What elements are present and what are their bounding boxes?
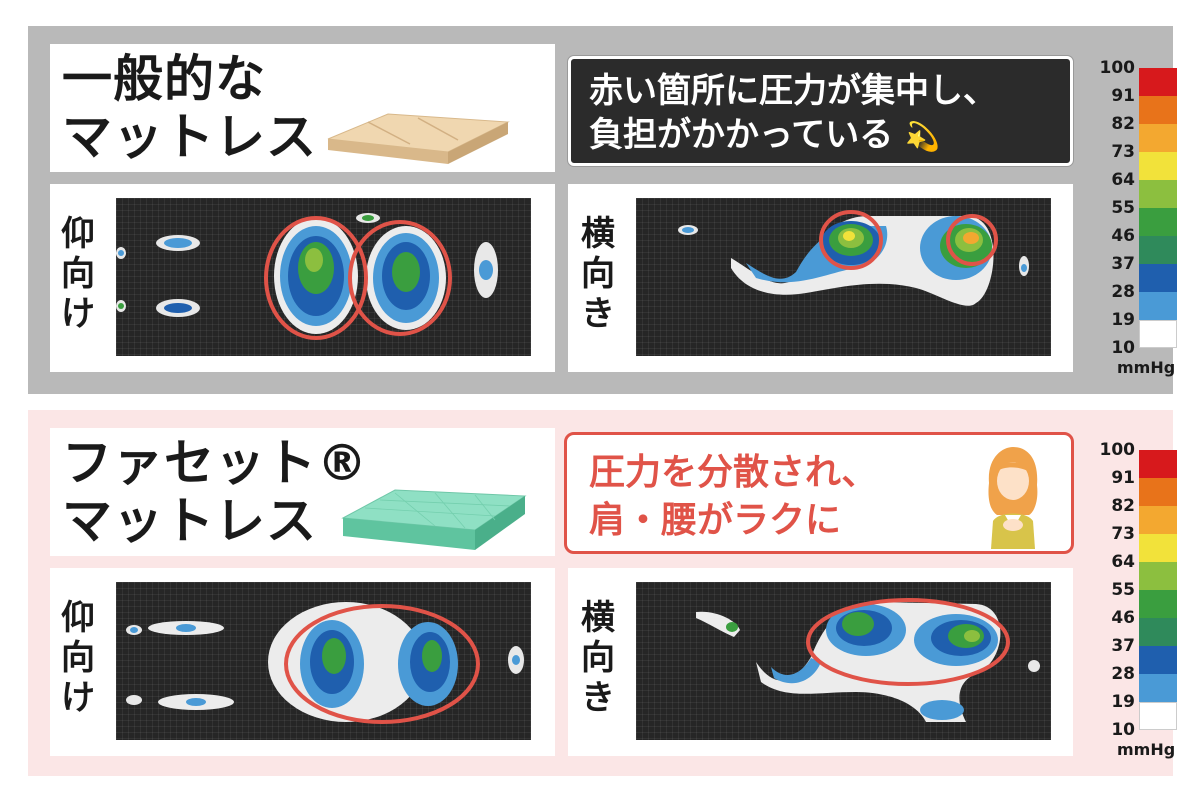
scale-label: 91 bbox=[1111, 86, 1135, 106]
scale-label: 28 bbox=[1111, 282, 1135, 302]
scale-swatch bbox=[1139, 646, 1177, 674]
scale-label: 64 bbox=[1111, 170, 1135, 190]
scale-swatch bbox=[1139, 506, 1177, 534]
scale-swatch bbox=[1139, 450, 1177, 478]
scale-label: 82 bbox=[1111, 114, 1135, 134]
general-mattress-panel: 一般的な マットレス 赤い箇所に圧力が集中し、 負担がかかっている 💫 仰向け bbox=[28, 26, 1173, 394]
facet-callout-line2: 肩・腰がラクに bbox=[589, 500, 842, 541]
scale-label: 37 bbox=[1111, 254, 1135, 274]
scale-label: 55 bbox=[1111, 198, 1135, 218]
scale-label: 82 bbox=[1111, 496, 1135, 516]
scale-swatch bbox=[1139, 264, 1177, 292]
general-supine-box: 仰向け bbox=[50, 184, 555, 372]
facet-title-box: ファセット® マットレス bbox=[50, 428, 555, 556]
facet-supine-heatmap bbox=[116, 582, 531, 740]
pressure-scale-bottom: 100 91 82 73 64 55 46 37 28 19 10 mmHg bbox=[1095, 440, 1177, 760]
scale-unit: mmHg bbox=[1117, 358, 1176, 377]
facet-side-box: 横向き bbox=[568, 568, 1073, 756]
scale-swatch bbox=[1139, 68, 1177, 96]
facet-mattress-illustration bbox=[341, 489, 527, 550]
scale-swatch bbox=[1139, 236, 1177, 264]
scale-label: 46 bbox=[1111, 226, 1135, 246]
general-supine-label: 仰向け bbox=[61, 214, 95, 334]
facet-mattress-panel: ファセット® マットレス 圧力を分散され、 肩・腰がラクに 仰向け bbox=[28, 410, 1173, 776]
scale-label: 91 bbox=[1111, 468, 1135, 488]
scale-swatch bbox=[1139, 590, 1177, 618]
facet-callout-line1: 圧力を分散され、 bbox=[589, 452, 878, 493]
scale-label: 28 bbox=[1111, 664, 1135, 684]
general-supine-heatmap bbox=[116, 198, 531, 356]
scale-swatch bbox=[1139, 478, 1177, 506]
scale-swatch bbox=[1139, 674, 1177, 702]
scale-label: 37 bbox=[1111, 636, 1135, 656]
general-side-heatmap bbox=[636, 198, 1051, 356]
scale-label: 10 bbox=[1111, 338, 1135, 358]
scale-swatch bbox=[1139, 562, 1177, 590]
scale-swatch bbox=[1139, 702, 1177, 730]
scale-swatch bbox=[1139, 208, 1177, 236]
scale-label: 10 bbox=[1111, 720, 1135, 740]
general-mattress-illustration bbox=[327, 113, 510, 164]
general-callout-line1: 赤い箇所に圧力が集中し、 bbox=[589, 71, 997, 111]
facet-supine-label: 仰向け bbox=[61, 598, 95, 718]
scale-swatch bbox=[1139, 180, 1177, 208]
scale-swatch bbox=[1139, 96, 1177, 124]
facet-side-heatmap bbox=[636, 582, 1051, 740]
scale-label: 64 bbox=[1111, 552, 1135, 572]
scale-swatch bbox=[1139, 124, 1177, 152]
scale-label: 100 bbox=[1099, 58, 1136, 78]
scale-swatch bbox=[1139, 320, 1177, 348]
facet-title-line2: マットレス bbox=[62, 492, 317, 550]
scale-label: 73 bbox=[1111, 524, 1135, 544]
scale-label: 19 bbox=[1111, 692, 1135, 712]
general-title-line2: マットレス bbox=[62, 108, 317, 166]
scale-swatch bbox=[1139, 618, 1177, 646]
general-callout-line2: 負担がかかっている bbox=[589, 115, 894, 155]
scale-swatch bbox=[1139, 534, 1177, 562]
woman-illustration bbox=[988, 447, 1038, 549]
pressure-scale-top: 100 91 82 73 64 55 46 37 28 19 10 mmHg bbox=[1095, 58, 1177, 378]
scale-label: 19 bbox=[1111, 310, 1135, 330]
scale-label: 100 bbox=[1099, 440, 1136, 460]
scale-label: 46 bbox=[1111, 608, 1135, 628]
scale-label: 73 bbox=[1111, 142, 1135, 162]
facet-supine-box: 仰向け bbox=[50, 568, 555, 756]
scale-unit: mmHg bbox=[1117, 740, 1176, 759]
scale-swatch bbox=[1139, 152, 1177, 180]
general-title-line1: 一般的な bbox=[62, 50, 266, 108]
scale-swatch bbox=[1139, 292, 1177, 320]
facet-callout: 圧力を分散され、 肩・腰がラクに bbox=[564, 432, 1074, 554]
general-callout: 赤い箇所に圧力が集中し、 負担がかかっている 💫 bbox=[568, 56, 1073, 166]
general-title-box: 一般的な マットレス bbox=[50, 44, 555, 172]
swirl-icon: 💫 bbox=[905, 120, 941, 153]
facet-title-line1: ファセット® bbox=[62, 434, 368, 492]
facet-side-label: 横向き bbox=[581, 598, 615, 718]
scale-label: 55 bbox=[1111, 580, 1135, 600]
general-side-label: 横向き bbox=[581, 214, 615, 334]
general-side-box: 横向き bbox=[568, 184, 1073, 372]
